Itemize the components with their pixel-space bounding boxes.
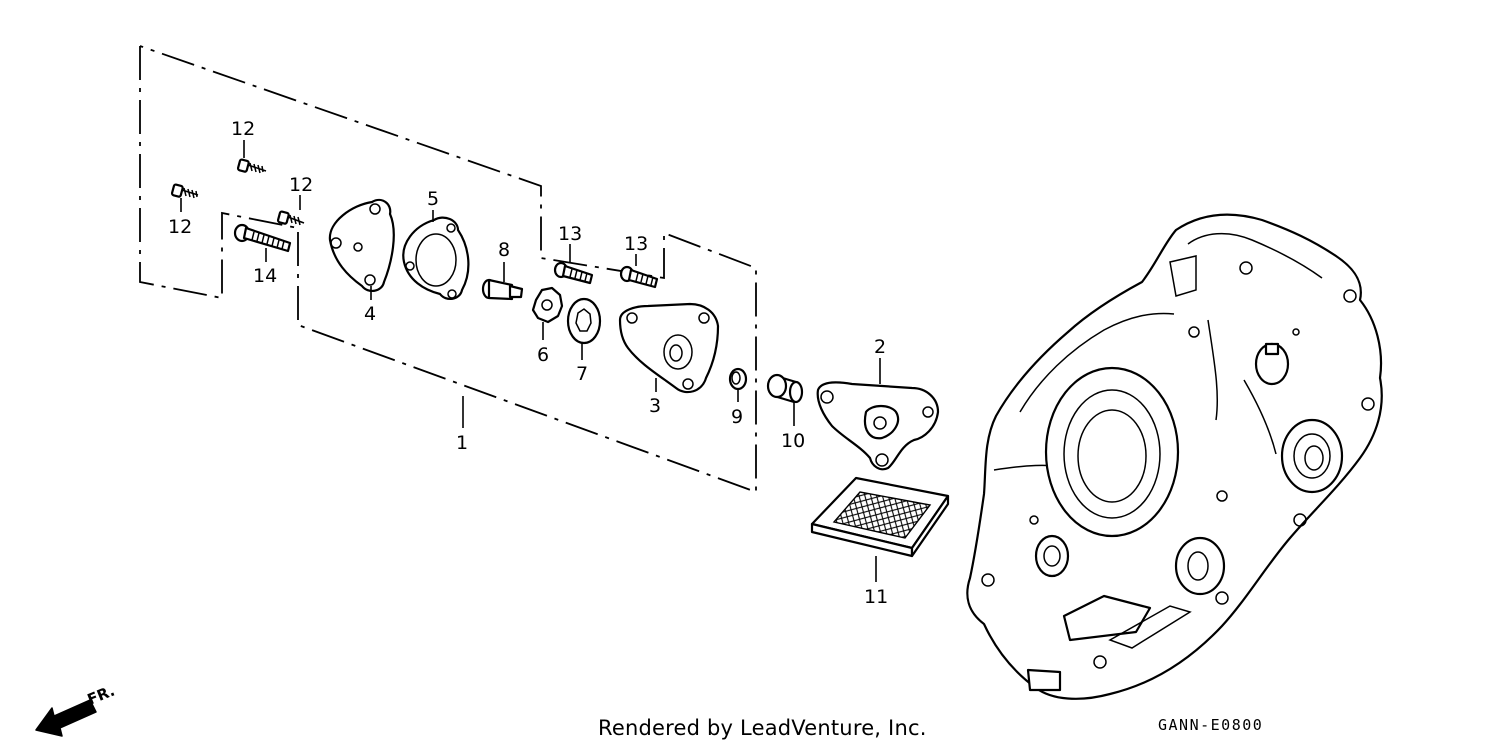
callout-13a: 13: [558, 223, 582, 245]
callout-9: 9: [731, 406, 743, 428]
gasket-5: [402, 216, 470, 300]
callout-3: 3: [649, 395, 661, 417]
callout-labels: 1 2 3 4 5 6 7 8 9 10 11 12 12 12 13 13 1…: [168, 118, 888, 608]
bolt-12-a: [170, 183, 199, 199]
dowel-pin-10: [766, 373, 804, 404]
callout-8: 8: [498, 239, 510, 261]
front-label: FR.: [85, 682, 118, 709]
inner-rotor-6: [531, 286, 564, 324]
bolt-12-c: [276, 210, 305, 226]
callout-4: 4: [364, 303, 376, 325]
bolt-12-b: [236, 158, 267, 174]
callout-12c: 12: [289, 174, 313, 196]
outer-rotor-7: [566, 297, 602, 345]
bolt-13-b: [619, 265, 659, 289]
oil-strainer-11: [810, 476, 950, 558]
pump-body-3: [618, 302, 720, 394]
crankcase-half: [966, 213, 1383, 700]
collar-9: [728, 367, 748, 391]
callout-12b: 12: [231, 118, 255, 140]
callout-1: 1: [456, 432, 468, 454]
callout-5: 5: [427, 188, 439, 210]
front-direction-indicator: FR.: [35, 682, 118, 737]
bolt-14: [233, 223, 292, 253]
front-arrow-icon: [35, 699, 97, 737]
callout-11: 11: [864, 586, 888, 608]
callout-10: 10: [781, 430, 805, 452]
callout-12a: 12: [168, 216, 192, 238]
pump-gasket-2: [816, 381, 940, 471]
callout-2: 2: [874, 336, 886, 358]
bolt-13-a: [553, 261, 594, 285]
render-credit: Rendered by LeadVenture, Inc.: [598, 716, 927, 740]
callout-7: 7: [576, 363, 588, 385]
callout-14: 14: [253, 265, 277, 287]
diagram-code: GANN-E0800: [1158, 716, 1264, 734]
pump-shaft-8: [481, 278, 524, 301]
pump-cover-4: [328, 198, 395, 292]
callout-6: 6: [537, 344, 549, 366]
leader-lines: [180, 140, 881, 582]
callout-13b: 13: [624, 233, 648, 255]
